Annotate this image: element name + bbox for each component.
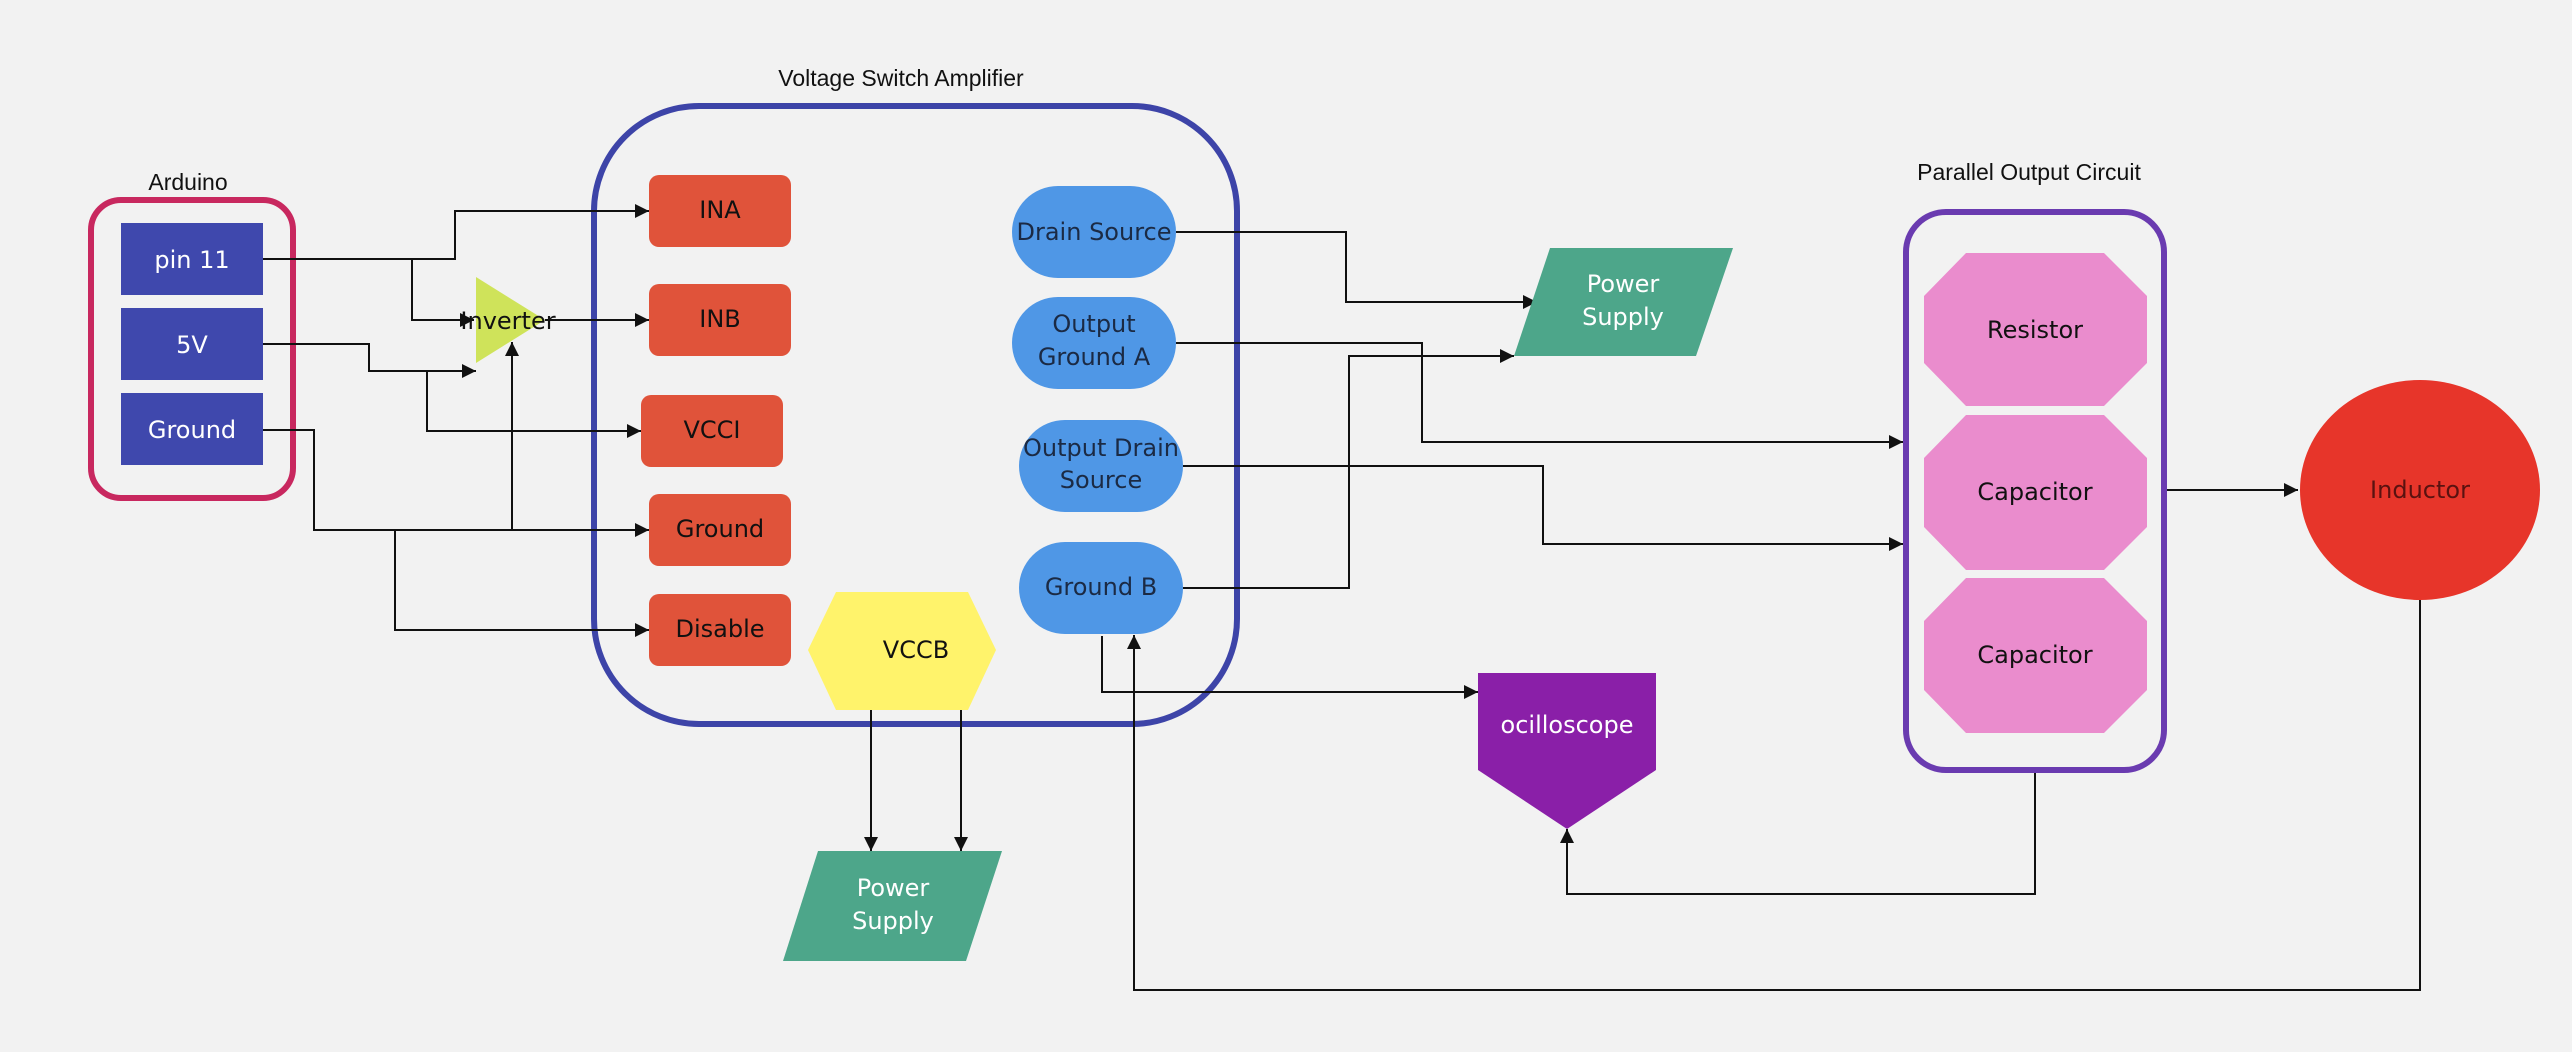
arduino-title: Arduino — [148, 169, 227, 195]
ina-label: INA — [699, 196, 741, 224]
power-supply-bottom[interactable]: Power Supply — [783, 851, 1002, 961]
pin-11-label: pin 11 — [154, 246, 229, 274]
output-drain-label-line1: Output Drain — [1023, 434, 1179, 462]
wire-5v-inverter — [262, 343, 476, 378]
wire-pin11-ina — [262, 204, 649, 260]
pin-ground-label: Ground — [148, 416, 236, 444]
inductor[interactable]: Inductor — [2300, 380, 2540, 600]
power-supply-top[interactable]: Power Supply — [1514, 248, 1733, 356]
arduino-pin-5v[interactable]: 5V — [121, 308, 263, 380]
power-supply-top-line2: Supply — [1582, 303, 1664, 331]
amp-output-ground-b[interactable]: Ground B — [1019, 542, 1183, 634]
capacitor-1-label: Capacitor — [1977, 478, 2092, 506]
amp-output-drain-source-2[interactable]: Output Drain Source — [1019, 420, 1183, 512]
amp-input-ina[interactable]: INA — [649, 175, 791, 247]
wire-groundb-oscilloscope — [1101, 636, 1478, 699]
wire-5v-vcci — [426, 371, 641, 438]
inverter[interactable]: Inverter — [460, 277, 556, 363]
power-supply-bottom-line1: Power — [857, 874, 930, 902]
capacitor-2-label: Capacitor — [1977, 641, 2092, 669]
inb-label: INB — [699, 305, 741, 333]
ground-b-label: Ground B — [1045, 573, 1157, 601]
ground-a-label-line2: Ground A — [1038, 343, 1151, 371]
amp-input-vcci[interactable]: VCCI — [641, 395, 783, 467]
wire-parallel-oscilloscope — [1560, 773, 2036, 895]
ground-a-label-line1: Output — [1052, 310, 1135, 338]
arduino-pin-11[interactable]: pin 11 — [121, 223, 263, 295]
amp-output-ground-a[interactable]: Output Ground A — [1012, 297, 1176, 389]
arduino-container[interactable] — [88, 197, 296, 501]
wire-ground-ground — [262, 429, 649, 537]
amp-input-inb[interactable]: INB — [649, 284, 791, 356]
output-drain-label-line2: Source — [1060, 466, 1142, 494]
amp-ground-label: Ground — [676, 515, 764, 543]
wire-outdrain-parallel — [1183, 465, 1903, 551]
arduino-pin-ground[interactable]: Ground — [121, 393, 263, 465]
drain-source-label: Drain Source — [1017, 218, 1172, 246]
parallel-circuit-container[interactable] — [1903, 209, 2167, 773]
wire-drain-power — [1176, 231, 1537, 309]
power-supply-top-line1: Power — [1587, 270, 1660, 298]
wire-inductor-groundb — [1127, 600, 2421, 991]
inductor-label: Inductor — [2370, 476, 2470, 504]
parallel-resistor[interactable]: Resistor — [1924, 253, 2147, 406]
vccb-node[interactable]: VCCB — [808, 592, 996, 710]
amp-input-disable[interactable]: Disable — [649, 594, 791, 666]
power-supply-bottom-line2: Supply — [852, 907, 934, 935]
wire-grounda-parallel — [1176, 342, 1903, 449]
oscilloscope-label: ocilloscope — [1501, 711, 1634, 739]
vcci-label: VCCI — [683, 416, 740, 444]
pin-5v-label: 5V — [176, 331, 208, 359]
parallel-capacitor-2[interactable]: Capacitor — [1924, 578, 2147, 733]
parallel-circuit-title: Parallel Output Circuit — [1917, 159, 2141, 185]
disable-label: Disable — [675, 615, 764, 643]
resistor-label: Resistor — [1987, 316, 2083, 344]
amp-input-ground[interactable]: Ground — [649, 494, 791, 566]
wire-groundb-power — [1183, 349, 1514, 589]
amp-output-drain-source[interactable]: Drain Source — [1012, 186, 1176, 278]
wire-ground-disable — [394, 530, 649, 637]
vccb-label: VCCB — [883, 636, 949, 664]
amplifier-title: Voltage Switch Amplifier — [778, 65, 1024, 91]
amplifier-container[interactable] — [591, 103, 1240, 727]
inverter-label: Inverter — [460, 307, 555, 335]
parallel-capacitor-1[interactable]: Capacitor — [1924, 415, 2147, 570]
connection-wires — [262, 204, 2421, 991]
wire-pin11-inverter — [411, 259, 474, 327]
oscilloscope[interactable]: ocilloscope — [1478, 673, 1656, 829]
